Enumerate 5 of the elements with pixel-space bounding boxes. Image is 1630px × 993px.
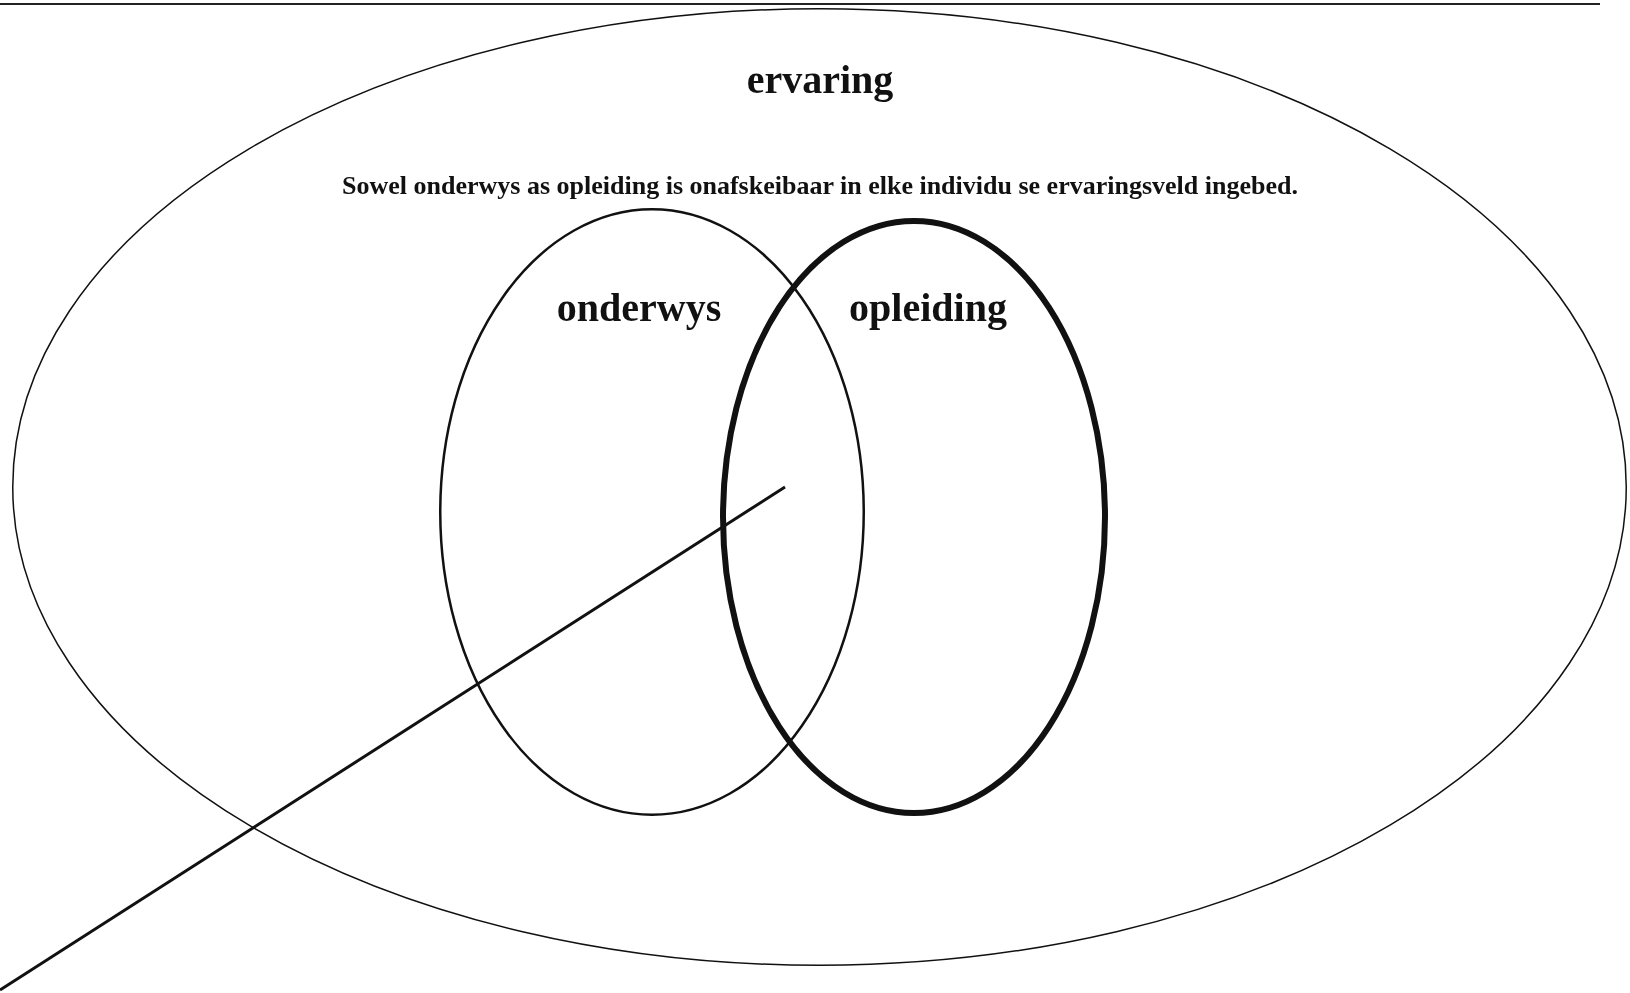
ellipse-label: onderwys xyxy=(556,284,722,331)
description-text: Sowel onderwys as opleiding is onafskeibaar in elke individu se ervaringsveld ingebed. xyxy=(342,171,1298,201)
leader-line xyxy=(0,485,786,992)
ellipse-label: opleiding xyxy=(849,284,1007,331)
ellipse-title: ervaring xyxy=(746,56,894,103)
